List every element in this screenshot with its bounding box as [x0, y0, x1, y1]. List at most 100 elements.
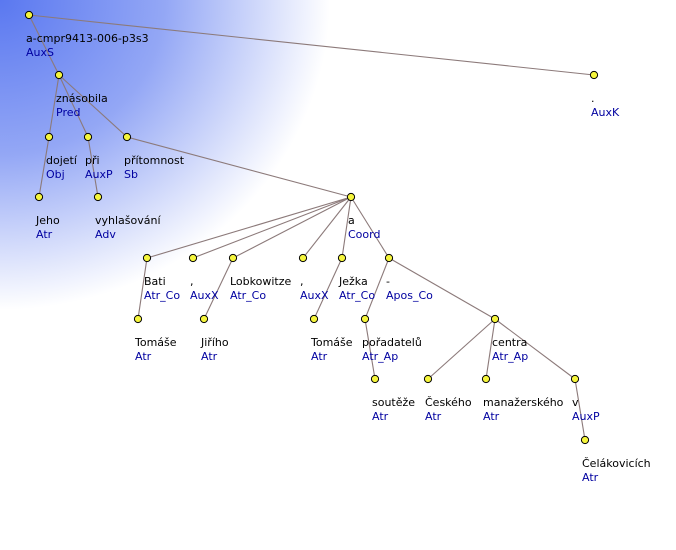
node-label: Lobkowitze	[230, 275, 291, 288]
edge-n_znasobila-n_dojeti	[48, 74, 60, 138]
edge-n_dash-n_centra	[388, 257, 496, 320]
edge-root-n_period	[28, 14, 595, 76]
tree-node[interactable]: -Apos_Co	[384, 253, 433, 302]
node-afun: Atr	[372, 410, 389, 423]
node-dot[interactable]	[346, 192, 356, 202]
edge-n_centra-n_ceskeho	[427, 318, 496, 380]
node-afun: Atr	[425, 410, 442, 423]
node-dot[interactable]	[133, 314, 143, 324]
tree-node[interactable]: ,AuxX	[298, 253, 329, 302]
edge-n_znasobila-n_pri	[58, 74, 89, 138]
node-afun: Sb	[124, 168, 138, 181]
node-afun: Obj	[46, 168, 65, 181]
nodes-layer: a-cmpr9413-006-p3s3AuxSznásobilaPred.Aux…	[24, 10, 651, 484]
node-dot[interactable]	[370, 374, 380, 384]
edge-n_a-n_lobkowitze	[232, 196, 352, 259]
node-label: a	[348, 214, 355, 227]
edge-n_a-n_bati	[146, 196, 352, 259]
node-label: znásobila	[56, 92, 108, 105]
edge-n_centra-n_v	[494, 318, 576, 380]
edge-n_poradatelu-n_souteze	[364, 318, 376, 380]
node-dot[interactable]	[309, 314, 319, 324]
node-afun: Atr	[36, 228, 53, 241]
node-label: Jiřího	[200, 336, 229, 349]
node-afun: Atr_Co	[144, 289, 180, 302]
node-dot[interactable]	[384, 253, 394, 263]
node-dot[interactable]	[24, 10, 34, 20]
node-dot[interactable]	[337, 253, 347, 263]
node-dot[interactable]	[142, 253, 152, 263]
tree-node[interactable]: ,AuxX	[188, 253, 219, 302]
node-label: Čelákovicích	[582, 457, 651, 470]
node-dot[interactable]	[423, 374, 433, 384]
node-dot[interactable]	[83, 132, 93, 142]
node-dot[interactable]	[298, 253, 308, 263]
node-label: .	[591, 92, 595, 105]
node-label: centra	[492, 336, 527, 349]
node-afun: AuxX	[300, 289, 329, 302]
node-dot[interactable]	[580, 435, 590, 445]
node-dot[interactable]	[589, 70, 599, 80]
edge-n_v-n_celakovicich	[574, 378, 586, 441]
node-afun: Atr_Co	[230, 289, 266, 302]
node-afun: Atr_Ap	[492, 350, 528, 363]
node-dot[interactable]	[228, 253, 238, 263]
node-label: Tomáše	[310, 336, 353, 349]
node-afun: Atr	[135, 350, 152, 363]
node-dot[interactable]	[570, 374, 580, 384]
edge-root-n_znasobila	[28, 14, 60, 76]
node-dot[interactable]	[188, 253, 198, 263]
node-dot[interactable]	[481, 374, 491, 384]
node-dot[interactable]	[93, 192, 103, 202]
node-dot[interactable]	[199, 314, 209, 324]
node-label: dojetí	[46, 154, 78, 167]
node-afun: Coord	[348, 228, 380, 241]
node-label: pořadatelů	[362, 336, 422, 349]
node-label: Tomáše	[134, 336, 177, 349]
edge-n_jezka-n_tomase2	[313, 257, 343, 320]
tree-node[interactable]: .AuxK	[589, 70, 620, 119]
edge-n_dojeti-n_jeho	[38, 136, 50, 198]
node-dot[interactable]	[34, 192, 44, 202]
node-label: při	[85, 154, 100, 167]
node-dot[interactable]	[44, 132, 54, 142]
node-label: manažerského	[483, 396, 564, 409]
edge-n_bati-n_tomase1	[137, 257, 148, 320]
edge-n_znasobila-n_pritomnost	[58, 74, 128, 138]
node-afun: Atr	[582, 471, 599, 484]
node-dot[interactable]	[360, 314, 370, 324]
node-dot[interactable]	[54, 70, 64, 80]
node-label: Bati	[144, 275, 166, 288]
node-afun: Pred	[56, 106, 80, 119]
edge-n_a-n_dash	[350, 196, 390, 259]
node-dot[interactable]	[122, 132, 132, 142]
node-afun: AuxP	[572, 410, 600, 423]
edge-n_centra-n_manazerskeho	[485, 318, 496, 380]
edge-n_pri-n_vyhlasovani	[87, 136, 99, 198]
node-label: přítomnost	[124, 154, 185, 167]
node-dot[interactable]	[490, 314, 500, 324]
